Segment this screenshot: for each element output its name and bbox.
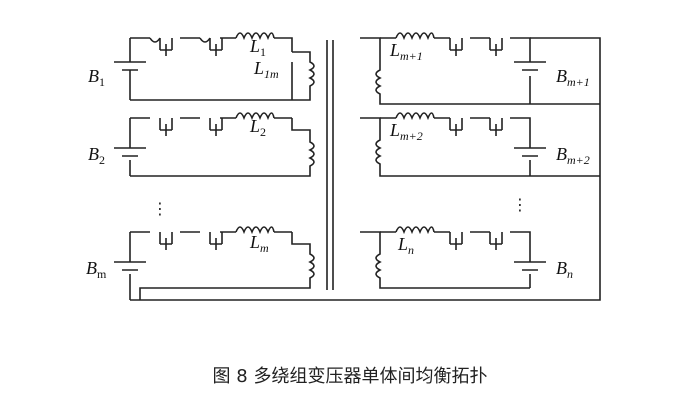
left-ellipsis: ⋮ — [152, 199, 168, 218]
label-Bm1: Bm+1 — [556, 66, 590, 89]
label-Bn: Bn — [556, 258, 573, 281]
right-ellipsis: ⋮ — [512, 195, 528, 214]
label-B2: B2 — [88, 144, 105, 167]
label-Lm: Lm — [249, 232, 269, 255]
left-cell-2 — [114, 112, 315, 177]
label-Bm2: Bm+2 — [556, 144, 590, 167]
left-cell-m — [114, 226, 315, 300]
right-cell-m1 — [360, 32, 546, 105]
label-Lm2: Lm+2 — [389, 120, 423, 143]
label-Lm1: Lm+1 — [389, 40, 423, 63]
label-Ln: Ln — [397, 234, 414, 257]
right-cell-n — [360, 226, 546, 289]
label-L1: L1 — [249, 36, 266, 59]
label-Bm: Bm — [86, 258, 107, 281]
figure-caption: 图 8 多绕组变压器单体间均衡拓扑 — [212, 366, 488, 387]
label-B1: B1 — [88, 66, 105, 89]
transformer-core — [326, 40, 334, 290]
label-L2: L2 — [249, 116, 266, 139]
label-L1m: L1m — [253, 58, 279, 81]
outer-bus — [130, 37, 601, 301]
left-cell-1 — [114, 32, 315, 101]
right-cell-m2 — [360, 112, 546, 177]
